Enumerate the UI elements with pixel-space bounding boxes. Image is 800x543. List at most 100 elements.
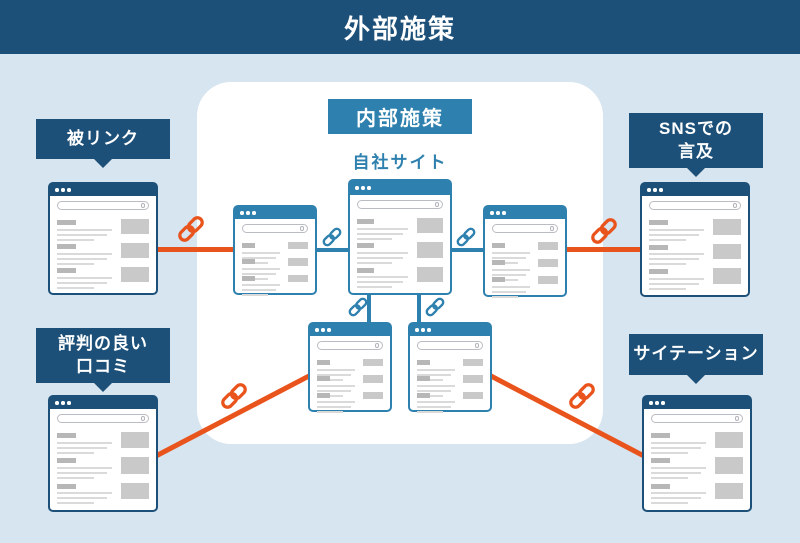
article-line xyxy=(417,394,443,397)
article-line xyxy=(357,281,404,284)
article-line xyxy=(57,281,107,284)
article-line xyxy=(57,502,95,505)
window-dot xyxy=(659,188,663,192)
article-title-bar xyxy=(357,267,375,273)
article-line xyxy=(651,471,701,474)
article-title-bar xyxy=(317,376,330,382)
search-bar xyxy=(649,201,741,210)
article-thumbnail xyxy=(288,274,308,282)
article-title-bar xyxy=(417,360,430,365)
article-line xyxy=(417,411,443,414)
article-placeholder xyxy=(649,214,741,241)
search-icon xyxy=(374,343,379,348)
window-dot xyxy=(661,401,665,405)
article-line xyxy=(651,497,701,500)
article-line xyxy=(57,451,95,454)
article-line xyxy=(242,277,268,280)
article-line xyxy=(649,263,687,266)
article-list xyxy=(317,354,383,414)
article-line xyxy=(417,373,452,376)
connector-internal-right xyxy=(452,248,483,252)
article-list xyxy=(649,214,741,290)
article-thumbnail xyxy=(417,266,443,282)
article-text-lines xyxy=(649,218,707,241)
article-text-lines xyxy=(651,482,709,505)
window-dot xyxy=(649,401,653,405)
article-text-lines xyxy=(417,358,457,381)
article-title-bar xyxy=(651,433,670,438)
article-thumbnail xyxy=(121,267,149,282)
label-sns-mention: SNSでの 言及 xyxy=(629,113,763,168)
browser-window-backlink xyxy=(48,182,158,295)
article-placeholder xyxy=(242,253,308,280)
window-dot xyxy=(55,401,59,405)
article-thumbnail xyxy=(417,218,443,234)
article-thumbnail xyxy=(363,391,383,399)
article-placeholder xyxy=(357,237,443,264)
article-thumbnail xyxy=(121,243,149,258)
article-thumbnail xyxy=(463,375,483,383)
label-backlink: 被リンク xyxy=(36,119,170,159)
window-titlebar xyxy=(310,324,390,336)
window-dot xyxy=(361,186,365,190)
connector-external-left xyxy=(155,247,235,252)
article-placeholder xyxy=(651,427,743,454)
header-title: 外部施策 xyxy=(343,13,456,44)
article-placeholder xyxy=(57,452,149,479)
article-text-lines xyxy=(417,391,457,414)
article-line xyxy=(492,256,527,259)
window-titlebar xyxy=(235,207,315,219)
window-dot xyxy=(61,401,65,405)
window-titlebar xyxy=(50,397,156,409)
article-line xyxy=(492,285,531,288)
own-site-label: 自社サイト xyxy=(352,153,448,172)
article-title-bar xyxy=(649,269,668,275)
search-icon xyxy=(734,416,739,421)
article-title-bar xyxy=(492,243,505,248)
article-list xyxy=(492,237,558,298)
article-text-lines xyxy=(649,243,707,266)
window-dot xyxy=(61,188,65,192)
article-list xyxy=(357,213,443,289)
article-line xyxy=(651,446,701,449)
article-line xyxy=(651,441,707,444)
search-bar xyxy=(242,224,308,233)
chain-link-icon xyxy=(322,227,342,247)
article-line xyxy=(57,276,113,279)
article-line xyxy=(357,237,392,240)
article-list xyxy=(242,237,308,297)
connector-external-right xyxy=(563,247,643,252)
article-title-bar xyxy=(651,458,670,464)
connector-internal-bottom-right xyxy=(417,294,421,323)
search-icon xyxy=(140,203,145,208)
window-dot xyxy=(55,188,59,192)
browser-window-internal-left xyxy=(233,205,317,297)
article-title-bar xyxy=(317,392,330,398)
window-dot xyxy=(496,211,500,215)
browser-window-sns xyxy=(640,182,750,297)
article-placeholder xyxy=(649,239,741,266)
internal-measures-badge: 内部施策 xyxy=(328,99,472,134)
article-thumbnail xyxy=(363,359,383,367)
article-line xyxy=(57,286,95,289)
article-text-lines xyxy=(57,431,115,454)
article-line xyxy=(357,251,409,254)
article-line xyxy=(492,273,527,276)
article-line xyxy=(651,476,689,479)
article-thumbnail xyxy=(288,242,308,250)
window-dot xyxy=(246,211,250,215)
article-line xyxy=(242,294,268,297)
article-title-bar xyxy=(242,259,255,265)
window-titlebar xyxy=(485,207,565,219)
article-thumbnail xyxy=(121,482,149,499)
article-line xyxy=(649,228,705,231)
article-thumbnail xyxy=(288,258,308,266)
article-line xyxy=(57,262,95,265)
article-line xyxy=(492,295,518,298)
article-placeholder xyxy=(57,262,149,289)
article-line xyxy=(357,227,409,230)
article-title-bar xyxy=(492,260,505,265)
article-line xyxy=(417,368,456,371)
article-thumbnail xyxy=(363,375,383,383)
window-dot xyxy=(252,211,256,215)
